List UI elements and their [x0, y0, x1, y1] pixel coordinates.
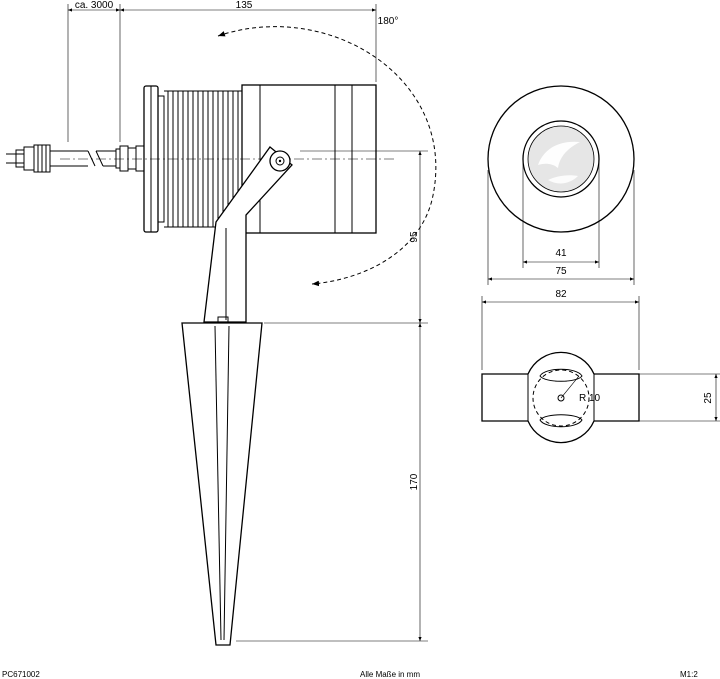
- dim-inner-diameter-label: 75: [555, 266, 567, 277]
- rotation-arc: [217, 26, 437, 287]
- lens-reflection-icon: [538, 141, 580, 168]
- dim-lens-diameter-label: 41: [555, 248, 567, 259]
- front-view: 41 75: [487, 85, 635, 285]
- mount-plate: [481, 351, 640, 444]
- article-number: PC671002: [2, 670, 40, 679]
- mounting-arm: [203, 146, 293, 323]
- dim-height-spike-label: 170: [409, 473, 420, 490]
- mount-view: 82 R 10 25: [481, 289, 720, 444]
- dim-slot-radius-label: R 10: [579, 393, 601, 404]
- units-note: Alle Maße in mm: [360, 670, 421, 679]
- mount-pivot-circle: [532, 369, 590, 427]
- dim-rotation-label: 180°: [378, 16, 399, 27]
- cable-connector: [6, 144, 51, 173]
- dim-outer-diameter-label: 82: [555, 289, 567, 300]
- mount-slot-top: [539, 368, 583, 382]
- dimension-right-vertical: [236, 150, 428, 642]
- mount-slot-bottom: [539, 414, 583, 428]
- ground-spike: [181, 316, 263, 646]
- dim-cable-length-label: ca. 3000: [75, 0, 114, 11]
- cable-gland: [115, 145, 145, 172]
- dim-head-length-label: 135: [236, 0, 253, 11]
- scale-label: M1:2: [680, 670, 698, 679]
- lens-reflection-icon-small: [548, 175, 578, 184]
- dim-height-head-label: 95: [409, 231, 420, 243]
- mount-center-hole: [557, 394, 565, 402]
- front-outer-ring: [487, 85, 635, 233]
- dim-mount-width-label: 25: [703, 392, 714, 404]
- cable: [50, 150, 116, 167]
- dimension-top: [67, 4, 377, 142]
- side-view: ca. 3000 135 180° 95 170: [6, 0, 437, 646]
